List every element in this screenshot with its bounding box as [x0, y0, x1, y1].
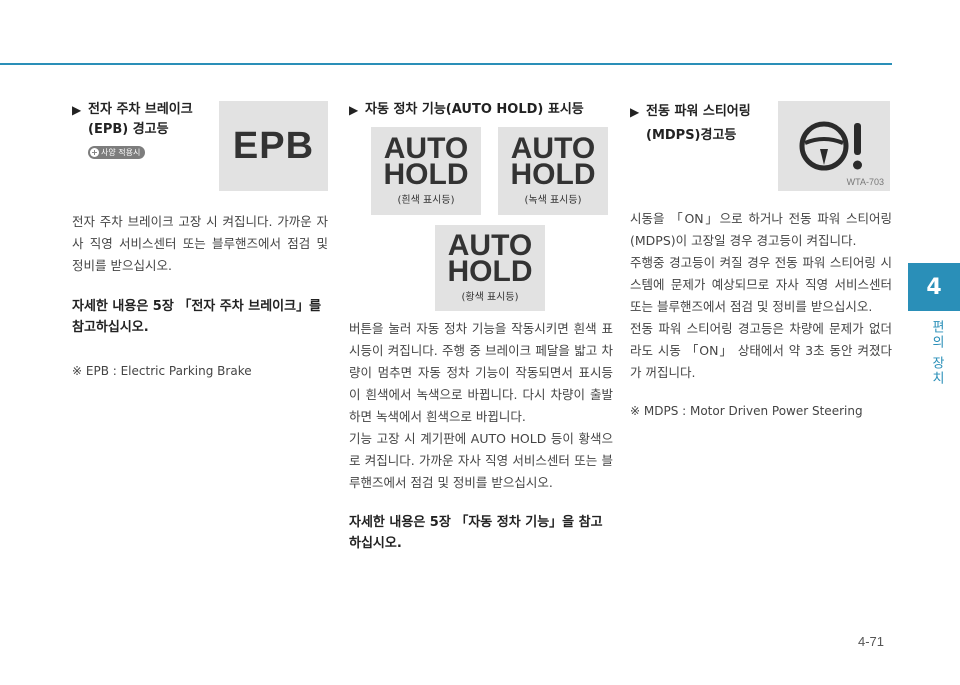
autohold-white-caption: (흰색 표시등) — [397, 195, 455, 206]
autohold-green-icon: AUTO HOLD (녹색 표시등) — [498, 127, 608, 215]
epb-reference: 자세한 내용은 5장 「전자 주차 브레이크」를 참고하십시오. — [72, 299, 322, 335]
plus-icon: + — [90, 148, 99, 157]
autohold-section: ▶ 자동 정차 기능(AUTO HOLD) 표시등 AUTO HOLD (흰색 … — [349, 100, 613, 551]
triangle-right-icon: ▶ — [349, 103, 359, 117]
option-badge: + 사양 적용시 — [88, 146, 146, 159]
autohold-icon-auto: AUTO — [383, 132, 469, 165]
epb-note: ※ EPB : Electric Parking Brake — [72, 364, 252, 378]
epb-heading-line1: 전자 주차 브레이크 — [88, 102, 193, 117]
epb-section: ▶ 전자 주차 브레이크 (EPB) 경고등 + 사양 적용시 EPB 전자 주… — [72, 100, 328, 380]
autohold-body-2: 기능 고장 시 계기판에 AUTO HOLD 등이 황색으로 켜집니다. 가까운… — [349, 431, 613, 490]
autohold-white-icon: AUTO HOLD (흰색 표시등) — [371, 127, 481, 215]
autohold-amber-icon: AUTO HOLD (황색 표시등) — [435, 225, 545, 311]
top-divider — [0, 63, 892, 65]
mdps-note: ※ MDPS : Motor Driven Power Steering — [630, 404, 863, 418]
triangle-right-icon: ▶ — [630, 105, 640, 119]
mdps-heading-line1: 전동 파워 스티어링 — [646, 104, 751, 119]
autohold-body-1: 버튼을 눌러 자동 정차 기능을 작동시키면 흰색 표시등이 켜집니다. 주행 … — [349, 321, 613, 424]
mdps-body-3: 전동 파워 스티어링 경고등은 차량에 문제가 없더라도 시동 「ON」 상태에… — [630, 321, 892, 380]
mdps-heading-line2: (MDPS)경고등 — [646, 128, 737, 143]
autohold-icon-hold: HOLD — [447, 255, 533, 288]
epb-body: 전자 주차 브레이크 고장 시 켜집니다. 가까운 자사 직영 서비스센터 또는… — [72, 214, 328, 273]
autohold-green-caption: (녹색 표시등) — [524, 195, 582, 206]
epb-heading: ▶ 전자 주차 브레이크 (EPB) 경고등 — [72, 100, 328, 140]
autohold-reference: 자세한 내용은 5장 「자동 정차 기능」을 참고하십시오. — [349, 515, 603, 551]
autohold-icon-auto: AUTO — [447, 229, 533, 262]
chapter-label: 편의 장치 — [929, 320, 944, 387]
mdps-warning-icon: WTA-703 — [778, 101, 890, 191]
mdps-body-2: 주행중 경고등이 켜질 경우 전동 파워 스티어링 시스템에 문제가 예상되므로… — [630, 255, 892, 314]
mdps-heading: ▶ 전동 파워 스티어링 (MDPS)경고등 — [630, 100, 892, 148]
epb-icon-text: EPB — [232, 124, 315, 167]
autohold-amber-caption: (황색 표시등) — [461, 292, 519, 303]
steering-wheel-warning-icon — [799, 121, 862, 171]
page-number: 4-71 — [858, 634, 885, 649]
chapter-tab: 4 — [908, 263, 960, 311]
mdps-section: ▶ 전동 파워 스티어링 (MDPS)경고등 WTA-703 시동을 「ON」으… — [630, 100, 892, 418]
epb-heading-line2: (EPB) 경고등 — [88, 122, 169, 137]
autohold-icon-hold: HOLD — [383, 158, 469, 191]
autohold-icon-auto: AUTO — [510, 132, 596, 165]
triangle-right-icon: ▶ — [72, 103, 82, 117]
autohold-icon-hold: HOLD — [510, 158, 596, 191]
figure-code: WTA-703 — [846, 177, 884, 187]
mdps-body-1: 시동을 「ON」으로 하거나 전동 파워 스티어링 (MDPS)이 고장일 경우… — [630, 211, 892, 248]
epb-warning-icon: EPB — [219, 101, 328, 191]
option-badge-label: 사양 적용시 — [101, 148, 141, 157]
autohold-heading: ▶ 자동 정차 기능(AUTO HOLD) 표시등 — [349, 100, 613, 120]
